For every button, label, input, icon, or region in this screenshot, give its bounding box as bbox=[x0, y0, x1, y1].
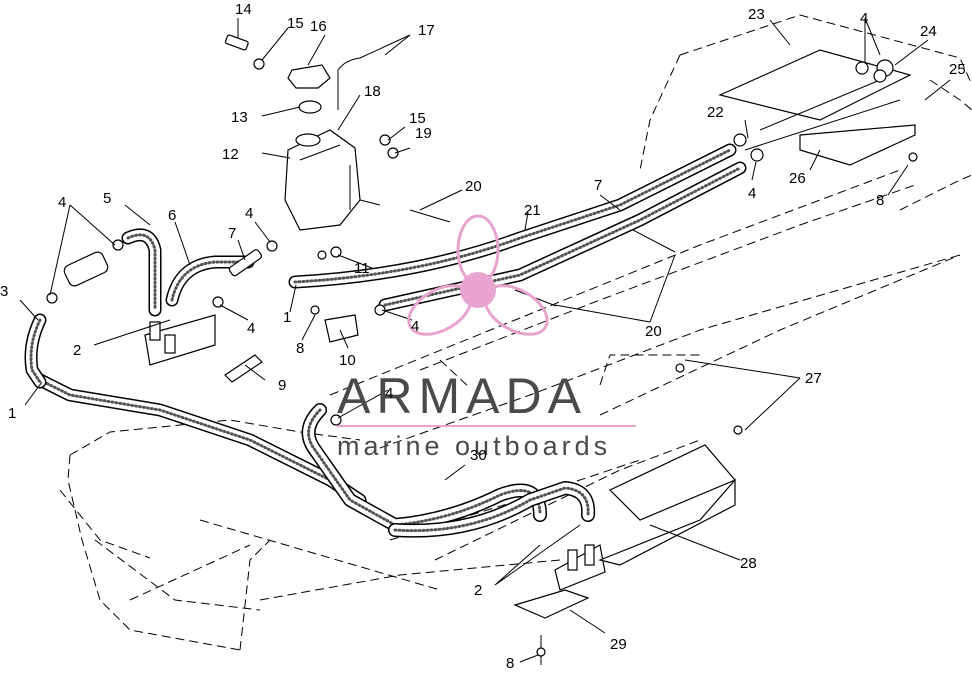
oil-tank bbox=[284, 129, 361, 231]
callout-30: 30 bbox=[470, 447, 487, 464]
hardware bbox=[46, 34, 918, 665]
callout-2: 2 bbox=[474, 582, 482, 599]
chassis-outline bbox=[59, 14, 972, 651]
callout-22: 22 bbox=[707, 104, 724, 121]
callout-24: 24 bbox=[920, 23, 937, 40]
propeller-logo-icon bbox=[407, 214, 549, 336]
callout-28: 28 bbox=[740, 555, 757, 572]
callout-4: 4 bbox=[411, 318, 419, 335]
callout-5: 5 bbox=[103, 190, 111, 207]
callout-1: 1 bbox=[8, 405, 16, 422]
callout-19: 19 bbox=[415, 125, 432, 142]
callout-16: 16 bbox=[310, 18, 327, 35]
callout-6: 6 bbox=[168, 207, 176, 224]
callout-18: 18 bbox=[364, 83, 381, 100]
callout-21: 21 bbox=[524, 202, 541, 219]
callout-20: 20 bbox=[645, 323, 662, 340]
callout-10: 10 bbox=[339, 352, 356, 369]
callout-17: 17 bbox=[418, 22, 435, 39]
callout-25: 25 bbox=[949, 61, 966, 78]
callout-7: 7 bbox=[228, 225, 236, 242]
callout-9: 9 bbox=[278, 377, 286, 394]
callout-4: 4 bbox=[58, 194, 66, 211]
callout-4: 4 bbox=[385, 385, 393, 402]
callout-4: 4 bbox=[860, 10, 868, 27]
callout-4: 4 bbox=[245, 205, 253, 222]
callout-4: 4 bbox=[748, 185, 756, 202]
callout-8: 8 bbox=[296, 340, 304, 357]
callout-2: 2 bbox=[73, 342, 81, 359]
callout-8: 8 bbox=[506, 655, 514, 672]
callout-13: 13 bbox=[231, 109, 248, 126]
watermark: ARMADA marine outboards bbox=[337, 214, 636, 461]
watermark-brand: ARMADA bbox=[337, 368, 587, 424]
leader-lines bbox=[19, 17, 951, 663]
tank-cap bbox=[287, 64, 331, 89]
hoses bbox=[24, 143, 747, 538]
callout-3: 3 bbox=[0, 283, 8, 300]
callout-26: 26 bbox=[789, 170, 806, 187]
callout-8: 8 bbox=[876, 192, 884, 209]
callout-15: 15 bbox=[287, 15, 304, 32]
callout-labels: 1 1 2 2 3 4 4 4 4 4 4 4 5 6 7 7 8 8 8 9 … bbox=[0, 1, 966, 672]
callout-7: 7 bbox=[594, 177, 602, 194]
callout-15: 15 bbox=[409, 110, 426, 127]
callout-11: 11 bbox=[354, 260, 370, 277]
callout-4: 4 bbox=[247, 320, 255, 337]
callout-12: 12 bbox=[222, 146, 239, 163]
callout-1: 1 bbox=[283, 309, 291, 326]
callout-27: 27 bbox=[805, 370, 822, 387]
callout-20: 20 bbox=[465, 178, 482, 195]
callout-14: 14 bbox=[235, 1, 252, 18]
callout-29: 29 bbox=[610, 636, 627, 653]
callout-23: 23 bbox=[748, 6, 765, 23]
watermark-tagline: marine outboards bbox=[337, 431, 611, 461]
